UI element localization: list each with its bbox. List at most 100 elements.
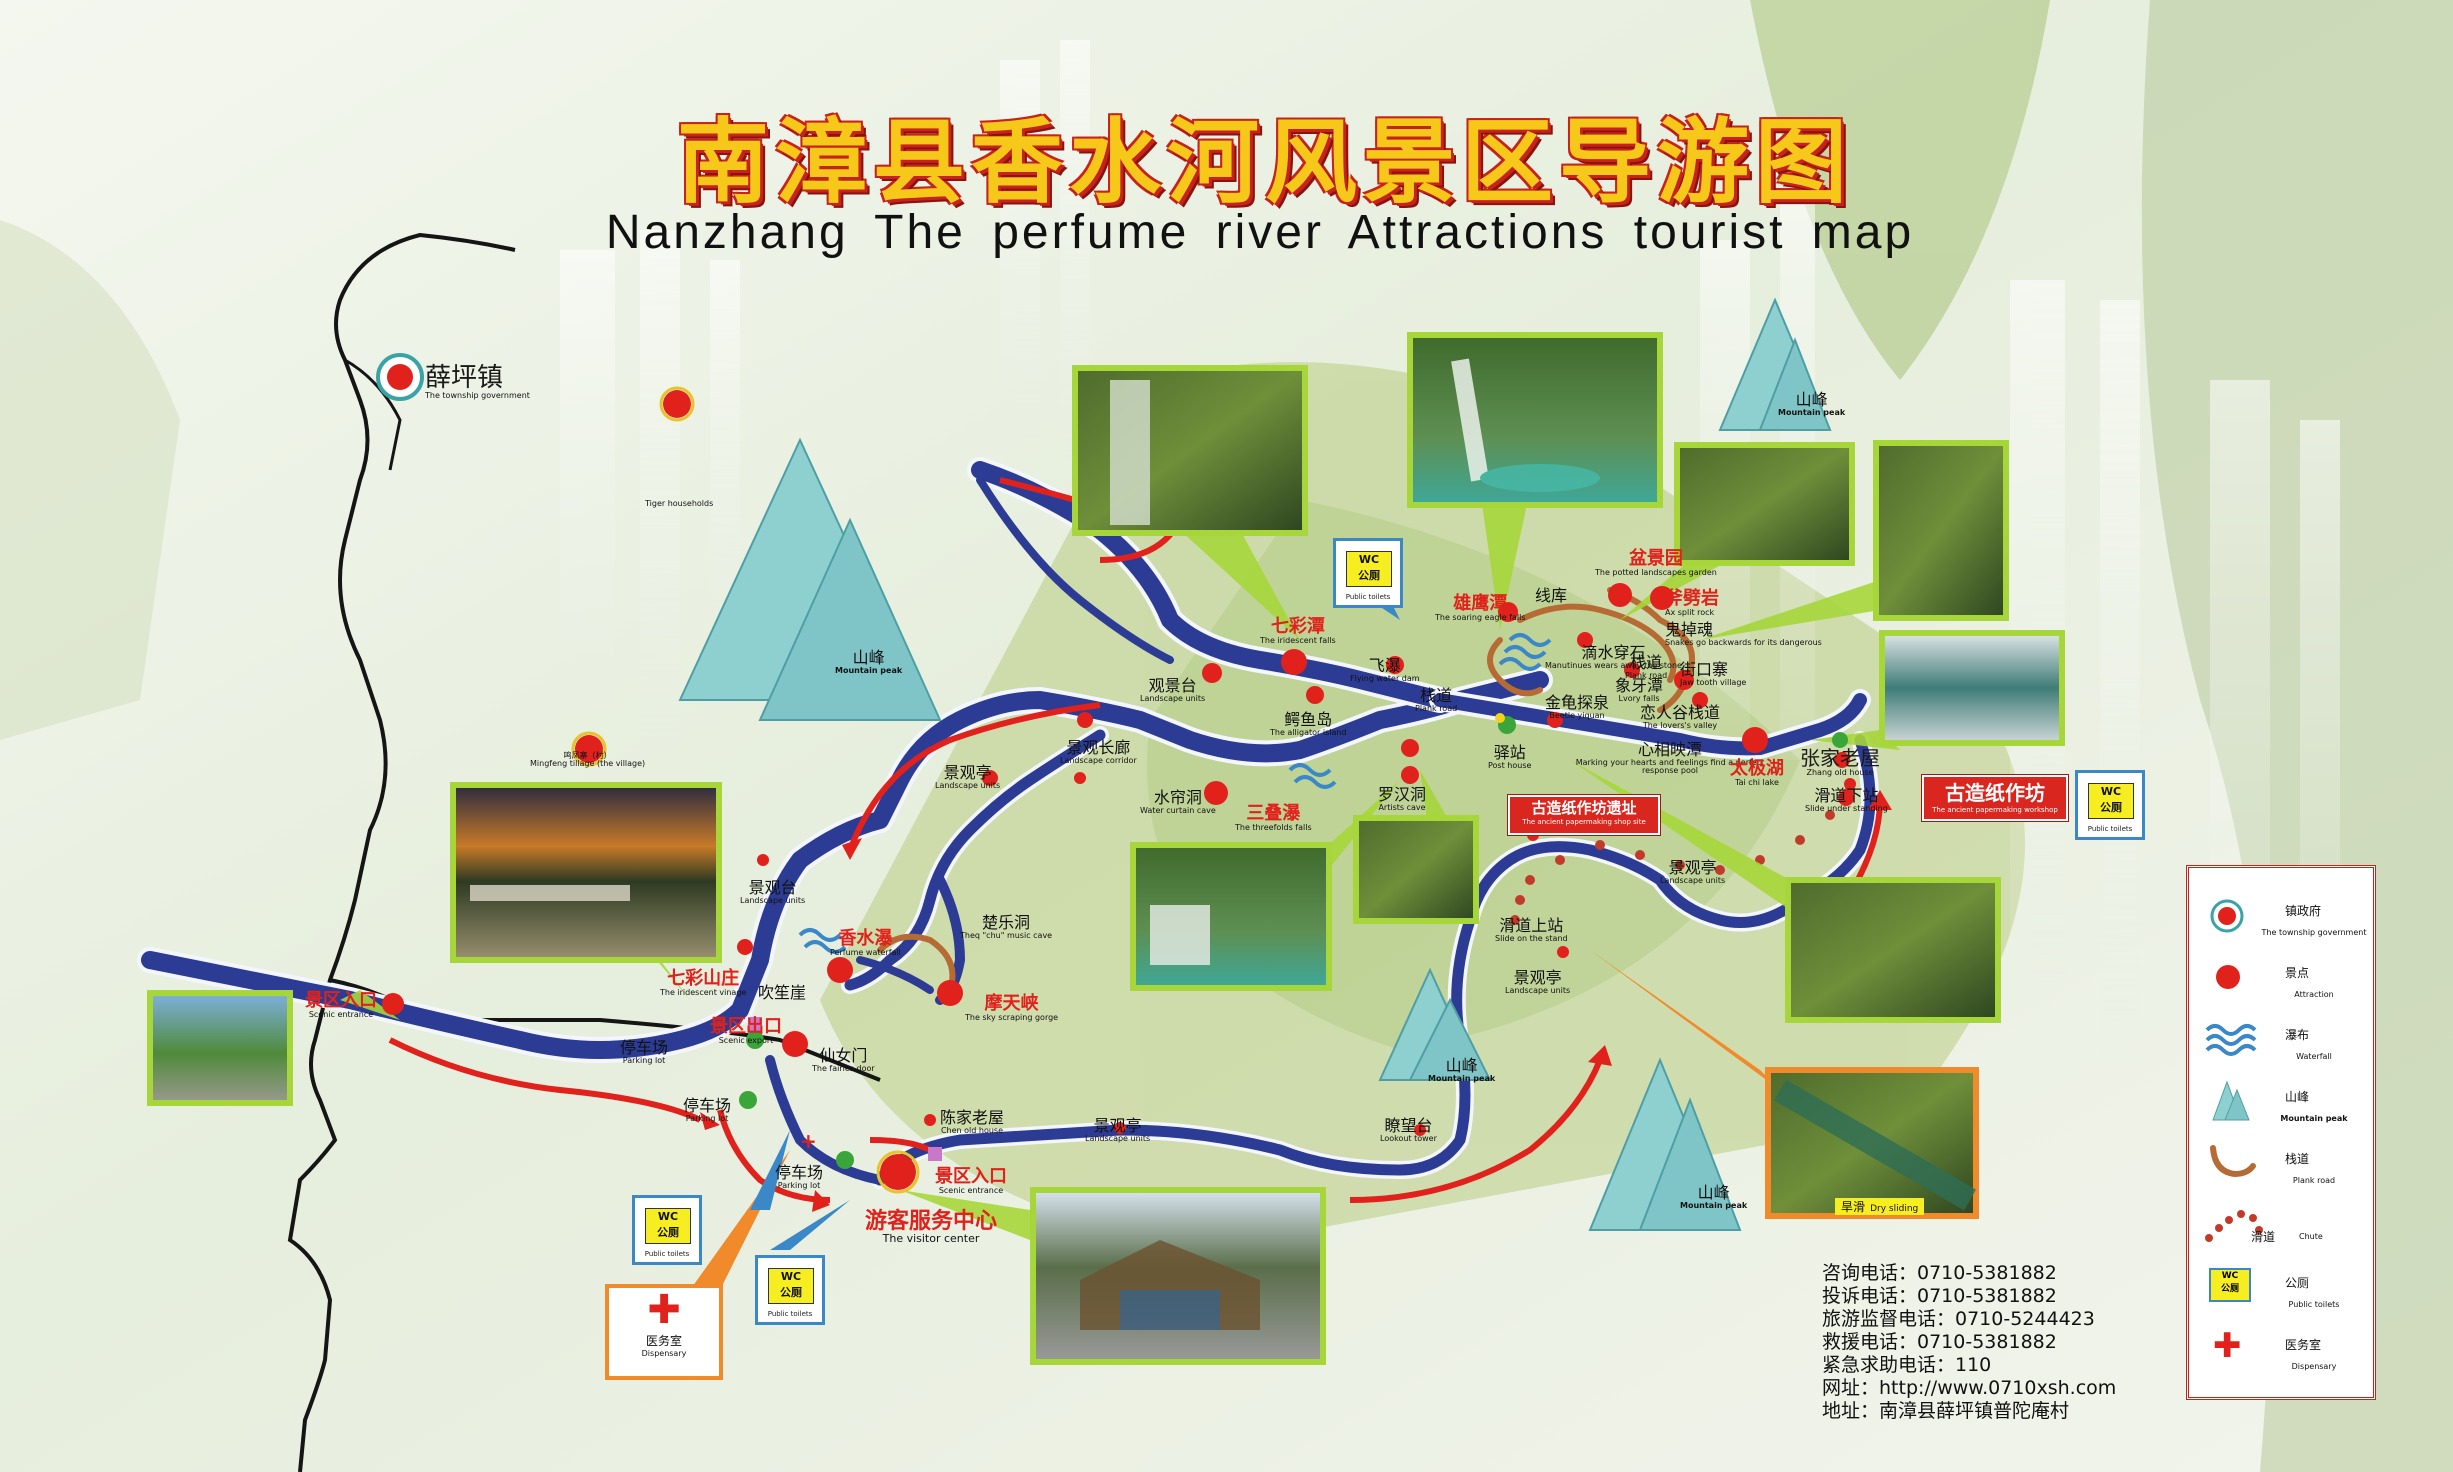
village-label: Tiger households — [645, 499, 714, 508]
photo-inset-tai-chi-lake — [1879, 630, 2065, 746]
photo-inset-ax-rock — [1873, 440, 2009, 621]
photo-inset-entrance — [147, 990, 293, 1106]
mountain-peak-icon — [678, 437, 942, 721]
contact-line: 旅游监督电话：0710-5244423 — [1822, 1308, 2095, 1330]
chute-icon — [2205, 1210, 2263, 1242]
attraction-dot-icon — [2216, 965, 2240, 989]
dispensary-marker: ✚ 医务室 Dispensary — [605, 1284, 723, 1380]
photo-inset-papermaking — [1785, 877, 2001, 1023]
photo-inset-iridescent-falls — [1072, 365, 1308, 536]
photo-inset-village — [450, 782, 722, 963]
contact-line: 网址：http://www.0710xsh.com — [1822, 1377, 2117, 1399]
contact-line: 救援电话：0710-5381882 — [1822, 1331, 2057, 1353]
attraction-label: 线库 — [1535, 586, 1568, 605]
main-road — [287, 232, 516, 1472]
photo-inset-potted-garden — [1674, 442, 1855, 566]
township-icon — [2210, 899, 2244, 933]
contact-line: 紧急求助电话：110 — [1822, 1354, 1992, 1376]
dispensary-icon: ✚ — [647, 1287, 681, 1333]
map-title: 南漳县香水河风景区导游图 — [676, 108, 1853, 216]
contact-info: 咨询电话：0710-5381882 投诉电话：0710-5381882 旅游监督… — [1822, 1262, 2202, 1423]
dispensary-icon: ✚ — [2213, 1326, 2242, 1366]
waterfall-icon — [798, 633, 1552, 954]
photo-inset-artists-cave — [1353, 815, 1479, 924]
mountain-icon — [2212, 1080, 2250, 1121]
contact-line: 投诉电话：0710-5381882 — [1822, 1285, 2057, 1307]
attraction-label: 吹笙崖 — [758, 983, 807, 1002]
waterfall-icon — [2205, 1024, 2257, 1056]
plank-road-icon — [2210, 1145, 2256, 1178]
contact-line: 咨询电话：0710-5381882 — [1822, 1262, 2057, 1284]
contact-line: 地址：南漳县薛坪镇普陀庵村 — [1822, 1400, 2070, 1422]
dry-sliding-label: 旱滑 Dry sliding — [1835, 1198, 1925, 1215]
village-label: 鸣凤寨（村）Mingfeng tillage (the village) — [530, 751, 646, 769]
svg-text:+: + — [800, 1129, 817, 1153]
